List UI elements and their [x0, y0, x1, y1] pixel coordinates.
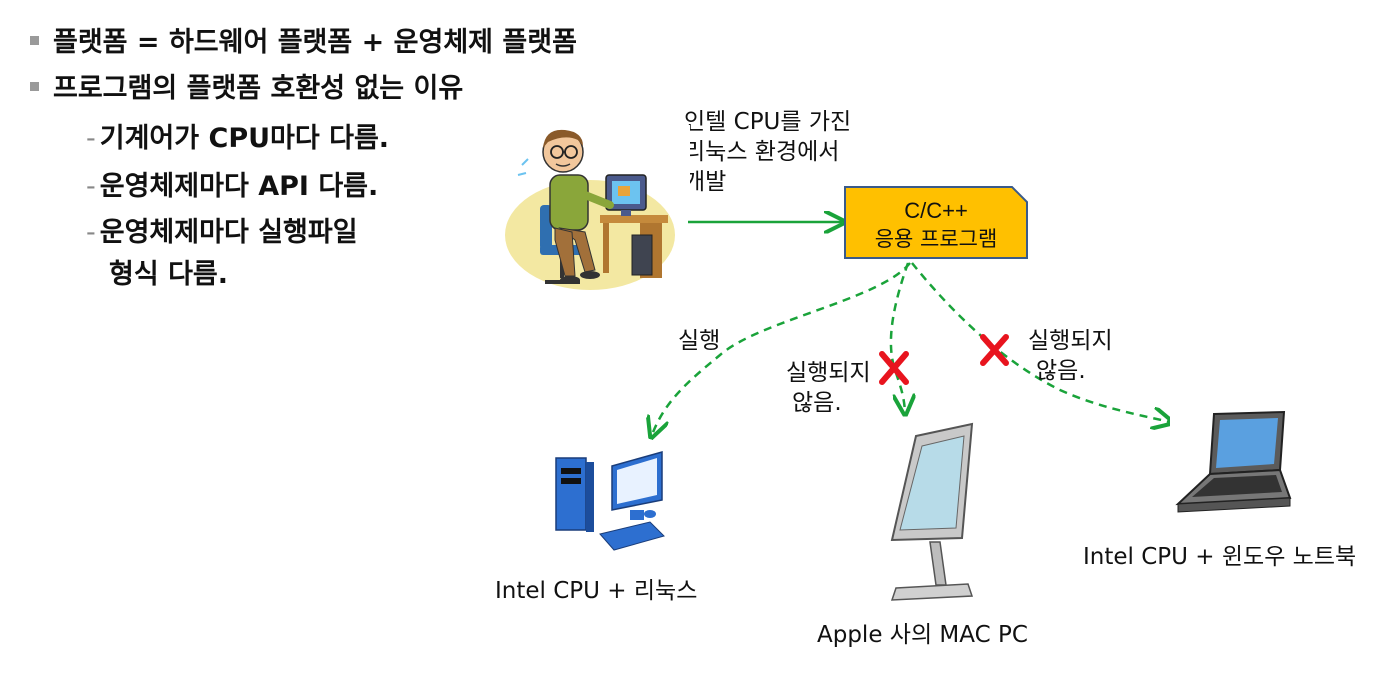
edge-label-linux: 실행	[678, 328, 721, 354]
cross-icon-windows	[980, 334, 1009, 366]
mac-pc-illustration	[882, 420, 982, 604]
bullet-square-icon	[30, 36, 39, 45]
sub-bullet-api: -운영체제마다 API 다름.	[86, 171, 379, 202]
program-box-line1: C/C++	[904, 198, 968, 223]
developer-illustration	[505, 125, 690, 295]
bullet-square-icon	[30, 82, 39, 91]
target-label-linux: Intel CPU + 리눅스	[495, 578, 698, 604]
edge-label-mac: 실행되지 않음.	[786, 360, 871, 416]
run-arrow-linux	[652, 262, 911, 435]
run-arrow-windows	[911, 262, 1170, 422]
sub-bullet-machine-code: -기계어가 CPU마다 다름.	[86, 123, 390, 154]
developer-label: 인텔 CPU를 가진 리눅스 환경에서 개발	[684, 109, 852, 195]
bullet-incompatibility-reason: 프로그램의 플랫폼 호환성 없는 이유	[30, 66, 463, 105]
target-label-mac: Apple 사의 MAC PC	[817, 622, 1028, 648]
program-box-line2: 응용 프로그램	[875, 227, 998, 251]
edge-label-windows: 실행되지 않음.	[1028, 328, 1113, 384]
bullet-text: 프로그램의 플랫폼 호환성 없는 이유	[53, 73, 464, 104]
windows-laptop-illustration	[1170, 408, 1292, 524]
program-box	[844, 186, 1028, 259]
linux-desktop-illustration	[553, 448, 666, 554]
run-arrow-mac	[889, 262, 908, 412]
bullet-platform-definition: 플랫폼 = 하드웨어 플랫폼 + 운영체제 플랫폼	[30, 20, 577, 59]
target-label-windows: Intel CPU + 윈도우 노트북	[1083, 544, 1357, 570]
cross-icon-mac	[879, 351, 909, 385]
bullet-text: 플랫폼 = 하드웨어 플랫폼 + 운영체제 플랫폼	[53, 27, 577, 58]
